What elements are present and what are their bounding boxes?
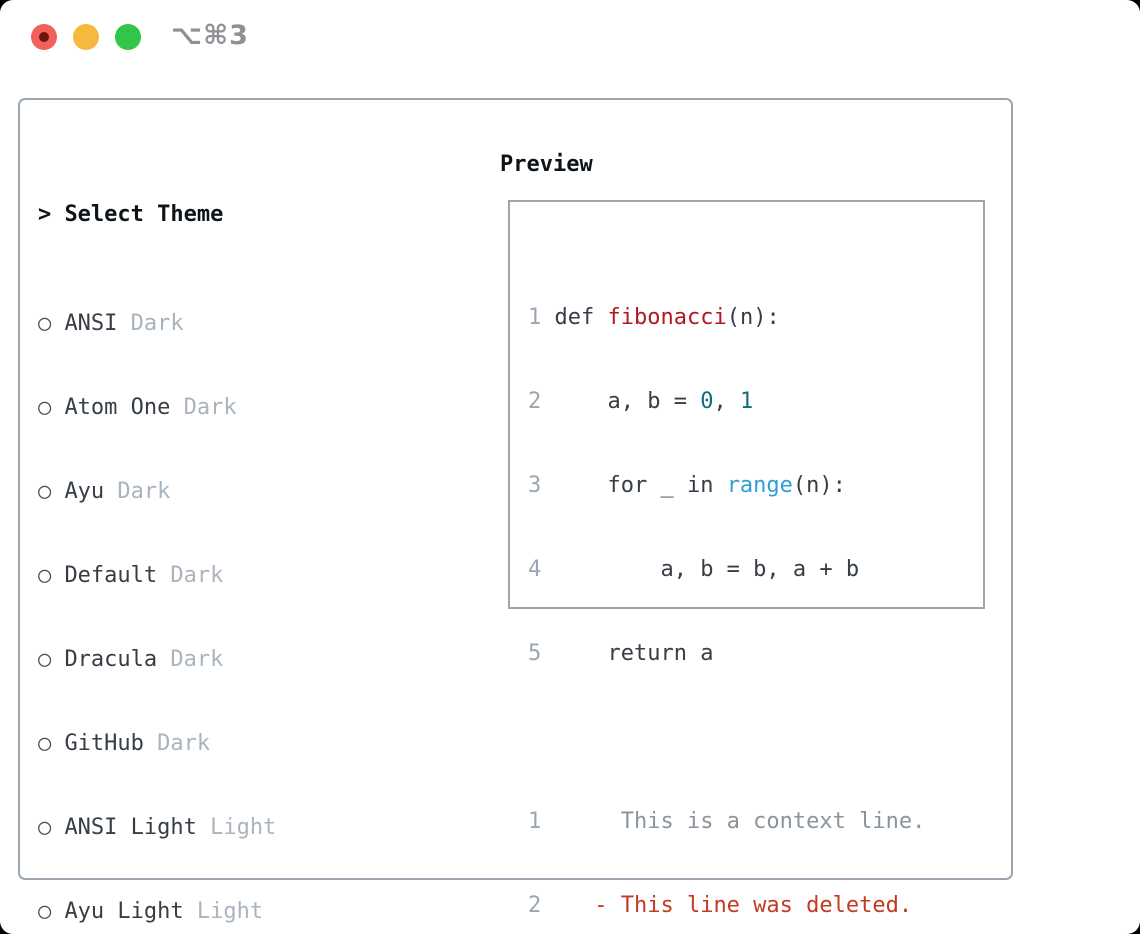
theme-name: ANSI	[64, 311, 118, 336]
code-line: 1 def fibonacci(n):	[528, 301, 925, 335]
theme-variant: Dark	[170, 563, 224, 588]
theme-name: ANSI Light	[64, 815, 197, 840]
theme-option-default-dark[interactable]: ○ Default Dark	[38, 559, 409, 593]
theme-variant: Light	[196, 899, 264, 924]
theme-variant: Dark	[117, 479, 171, 504]
titlebar: ⌥⌘3	[0, 0, 1140, 74]
number-token: 0	[700, 389, 714, 414]
theme-variant: Dark	[170, 647, 224, 672]
radio-icon: ○	[38, 647, 52, 672]
theme-option-ansi-dark[interactable]: ○ ANSI Dark	[38, 307, 409, 341]
code-text: (n):	[792, 473, 846, 498]
select-theme-title: Select Theme	[64, 202, 224, 227]
radio-icon: ○	[38, 815, 52, 840]
theme-option-ayu-light[interactable]: ○ Ayu Light Light	[38, 895, 409, 929]
window-shortcut-label: ⌥⌘3	[171, 20, 249, 51]
line-number: 2	[528, 893, 542, 918]
theme-option-github-dark[interactable]: ○ GitHub Dark	[38, 727, 409, 761]
select-theme-header: > Select Theme	[38, 198, 409, 232]
code-text: ,	[713, 389, 740, 414]
line-number: 2	[528, 389, 542, 414]
line-number: 4	[528, 557, 542, 582]
code-line: 5 return a	[528, 637, 925, 671]
theme-variant: Dark	[183, 395, 237, 420]
radio-icon: ○	[38, 479, 52, 504]
theme-name: Ayu	[64, 479, 105, 504]
theme-variant: Light	[210, 815, 277, 840]
spacer-row	[528, 721, 925, 755]
radio-icon: ○	[38, 395, 52, 420]
code-text: a, b =	[541, 389, 701, 414]
theme-option-ayu-dark[interactable]: ○ Ayu Dark	[38, 475, 409, 509]
line-number: 3	[528, 473, 542, 498]
theme-option-atom-one-dark[interactable]: ○ Atom One Dark	[38, 391, 409, 425]
deleted-text: - This line was deleted.	[594, 893, 913, 918]
code-text: a, b = b, a + b	[541, 557, 860, 582]
theme-variant: Dark	[157, 731, 211, 756]
code-line: 2 a, b = 0, 1	[528, 385, 925, 419]
diff-deleted-line: 2 - This line was deleted.	[528, 889, 925, 923]
preview-box: 1 def fibonacci(n): 2 a, b = 0, 1 3 for …	[508, 200, 985, 918]
theme-option-dracula-dark[interactable]: ○ Dracula Dark	[38, 643, 409, 677]
minimize-button-icon[interactable]	[73, 24, 99, 50]
radio-icon: ○	[38, 731, 52, 756]
code-line: 3 for _ in range(n):	[528, 469, 925, 503]
code-text: for _ in	[541, 473, 727, 498]
theme-name: Default	[64, 563, 158, 588]
theme-name: Atom One	[64, 395, 171, 420]
prompt-icon: >	[38, 202, 52, 227]
diff-context-line: 1 This is a context line.	[528, 805, 925, 839]
context-text: This is a context line.	[541, 809, 926, 834]
code-preview: 1 def fibonacci(n): 2 a, b = 0, 1 3 for …	[528, 251, 925, 934]
theme-name: GitHub	[64, 731, 144, 756]
function-name-token: fibonacci	[607, 305, 727, 330]
code-text	[541, 893, 594, 918]
traffic-lights	[31, 24, 141, 50]
close-button-icon[interactable]	[31, 24, 57, 50]
line-number: 5	[528, 641, 542, 666]
code-line: 4 a, b = b, a + b	[528, 553, 925, 587]
radio-icon: ○	[38, 899, 52, 924]
zoom-button-icon[interactable]	[115, 24, 141, 50]
theme-name: Ayu Light	[64, 899, 184, 924]
code-text: def	[541, 305, 608, 330]
line-number: 1	[528, 809, 542, 834]
preview-title: Preview	[500, 152, 593, 177]
builtin-token: range	[726, 473, 793, 498]
line-number: 1	[528, 305, 542, 330]
radio-icon: ○	[38, 311, 52, 336]
theme-variant: Dark	[130, 311, 184, 336]
radio-icon: ○	[38, 563, 52, 588]
theme-option-ansi-light[interactable]: ○ ANSI Light Light	[38, 811, 409, 845]
code-text: return a	[541, 641, 714, 666]
theme-name: Dracula	[64, 647, 158, 672]
number-token: 1	[739, 389, 754, 414]
code-text: (n):	[726, 305, 780, 330]
